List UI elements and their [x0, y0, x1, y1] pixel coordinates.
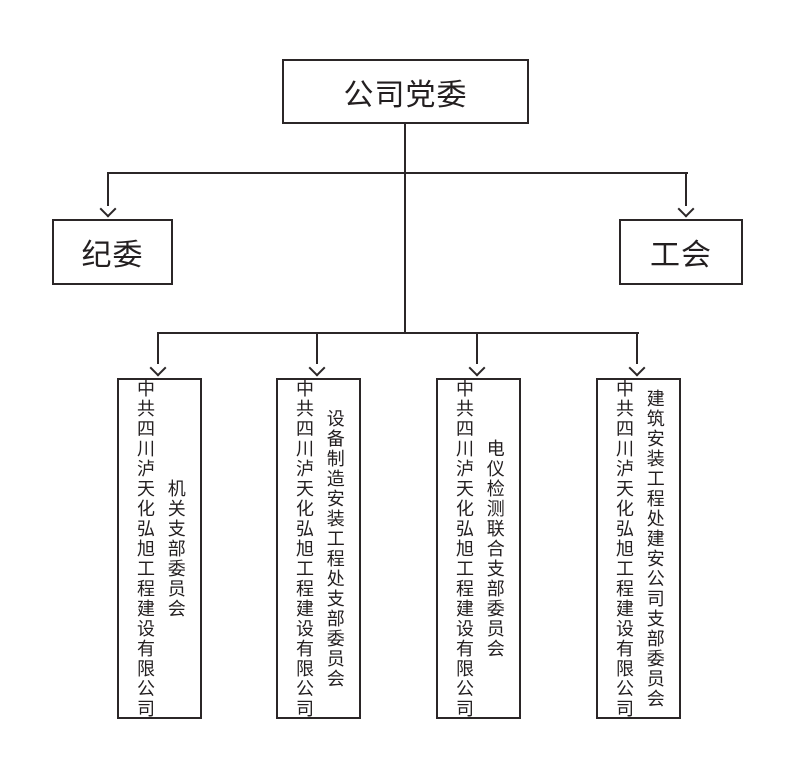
node-label: 工会: [650, 239, 712, 272]
node-labor-union: 工会: [619, 219, 743, 285]
branch-committee-name: 机关支部委员会: [165, 478, 186, 619]
arrowhead-down-icon: [628, 359, 646, 377]
arrowhead-down-icon: [677, 200, 695, 218]
node-label: 公司党委: [343, 78, 468, 112]
branch-node-shebei: 中共四川泸天化弘旭工程建设有限公司 设备制造安装工程处支部委员会: [276, 378, 361, 719]
branch-node-dianyi: 中共四川泸天化弘旭工程建设有限公司 电仪检测联合支部委员会: [436, 378, 521, 719]
connector-drop-branch2: [316, 332, 318, 364]
arrowhead-down-icon: [308, 359, 326, 377]
connector-drop-branch3: [476, 332, 478, 364]
connector-drop-gonghui: [685, 172, 687, 206]
connector-drop-branch4: [636, 332, 638, 364]
branch-company-name: 中共四川泸天化弘旭工程建设有限公司: [614, 378, 634, 719]
arrowhead-down-icon: [149, 359, 167, 377]
connector-drop-jiwei: [107, 172, 109, 206]
branch-node-jiguan: 中共四川泸天化弘旭工程建设有限公司 机关支部委员会: [117, 378, 202, 719]
branch-company-name: 中共四川泸天化弘旭工程建设有限公司: [294, 378, 314, 719]
node-label: 纪委: [81, 239, 144, 272]
branch-company-name: 中共四川泸天化弘旭工程建设有限公司: [454, 378, 474, 719]
connector-level2-horizontal: [107, 172, 688, 174]
connector-root-vertical: [404, 124, 406, 334]
branch-node-jianzhu: 中共四川泸天化弘旭工程建设有限公司 建筑安装工程处建安公司支部委员会: [596, 378, 681, 719]
arrowhead-down-icon: [468, 359, 486, 377]
node-company-party-committee: 公司党委: [282, 59, 529, 124]
node-discipline-committee: 纪委: [52, 219, 173, 285]
branch-company-name: 中共四川泸天化弘旭工程建设有限公司: [135, 378, 155, 719]
branch-committee-name: 建筑安装工程处建安公司支部委员会: [644, 388, 665, 709]
branch-committee-name: 设备制造安装工程处支部委员会: [324, 408, 345, 689]
arrowhead-down-icon: [99, 200, 117, 218]
connector-drop-branch1: [157, 332, 159, 364]
branch-committee-name: 电仪检测联合支部委员会: [484, 438, 505, 659]
connector-level3-horizontal: [157, 332, 639, 334]
